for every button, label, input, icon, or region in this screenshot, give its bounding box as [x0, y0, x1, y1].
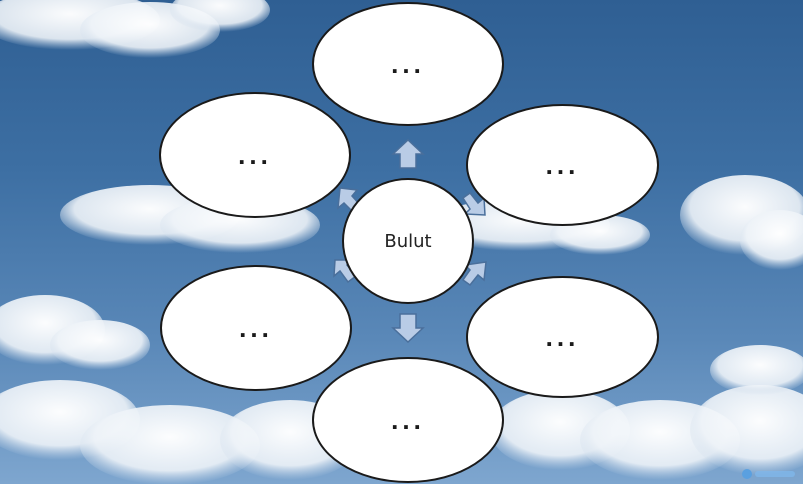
node-upper-left-label: ...: [238, 139, 272, 170]
node-upper-left: ...: [159, 92, 351, 218]
node-lower-left: ...: [160, 265, 352, 391]
node-bottom-label: ...: [391, 404, 425, 435]
node-lower-right: ...: [466, 276, 659, 398]
node-upper-right-label: ...: [545, 149, 580, 180]
node-upper-right: ...: [466, 104, 659, 226]
node-lower-right-label: ...: [545, 321, 580, 352]
arrow-down-icon: [391, 313, 425, 344]
node-center: Bulut: [342, 178, 474, 304]
arrow-up-icon: [391, 138, 425, 169]
node-bottom: ...: [312, 357, 504, 483]
node-lower-left-label: ...: [239, 312, 273, 343]
center-label: Bulut: [384, 230, 432, 252]
node-top: ...: [312, 2, 504, 126]
watermark-logo: [742, 469, 795, 479]
node-top-label: ...: [391, 48, 425, 79]
